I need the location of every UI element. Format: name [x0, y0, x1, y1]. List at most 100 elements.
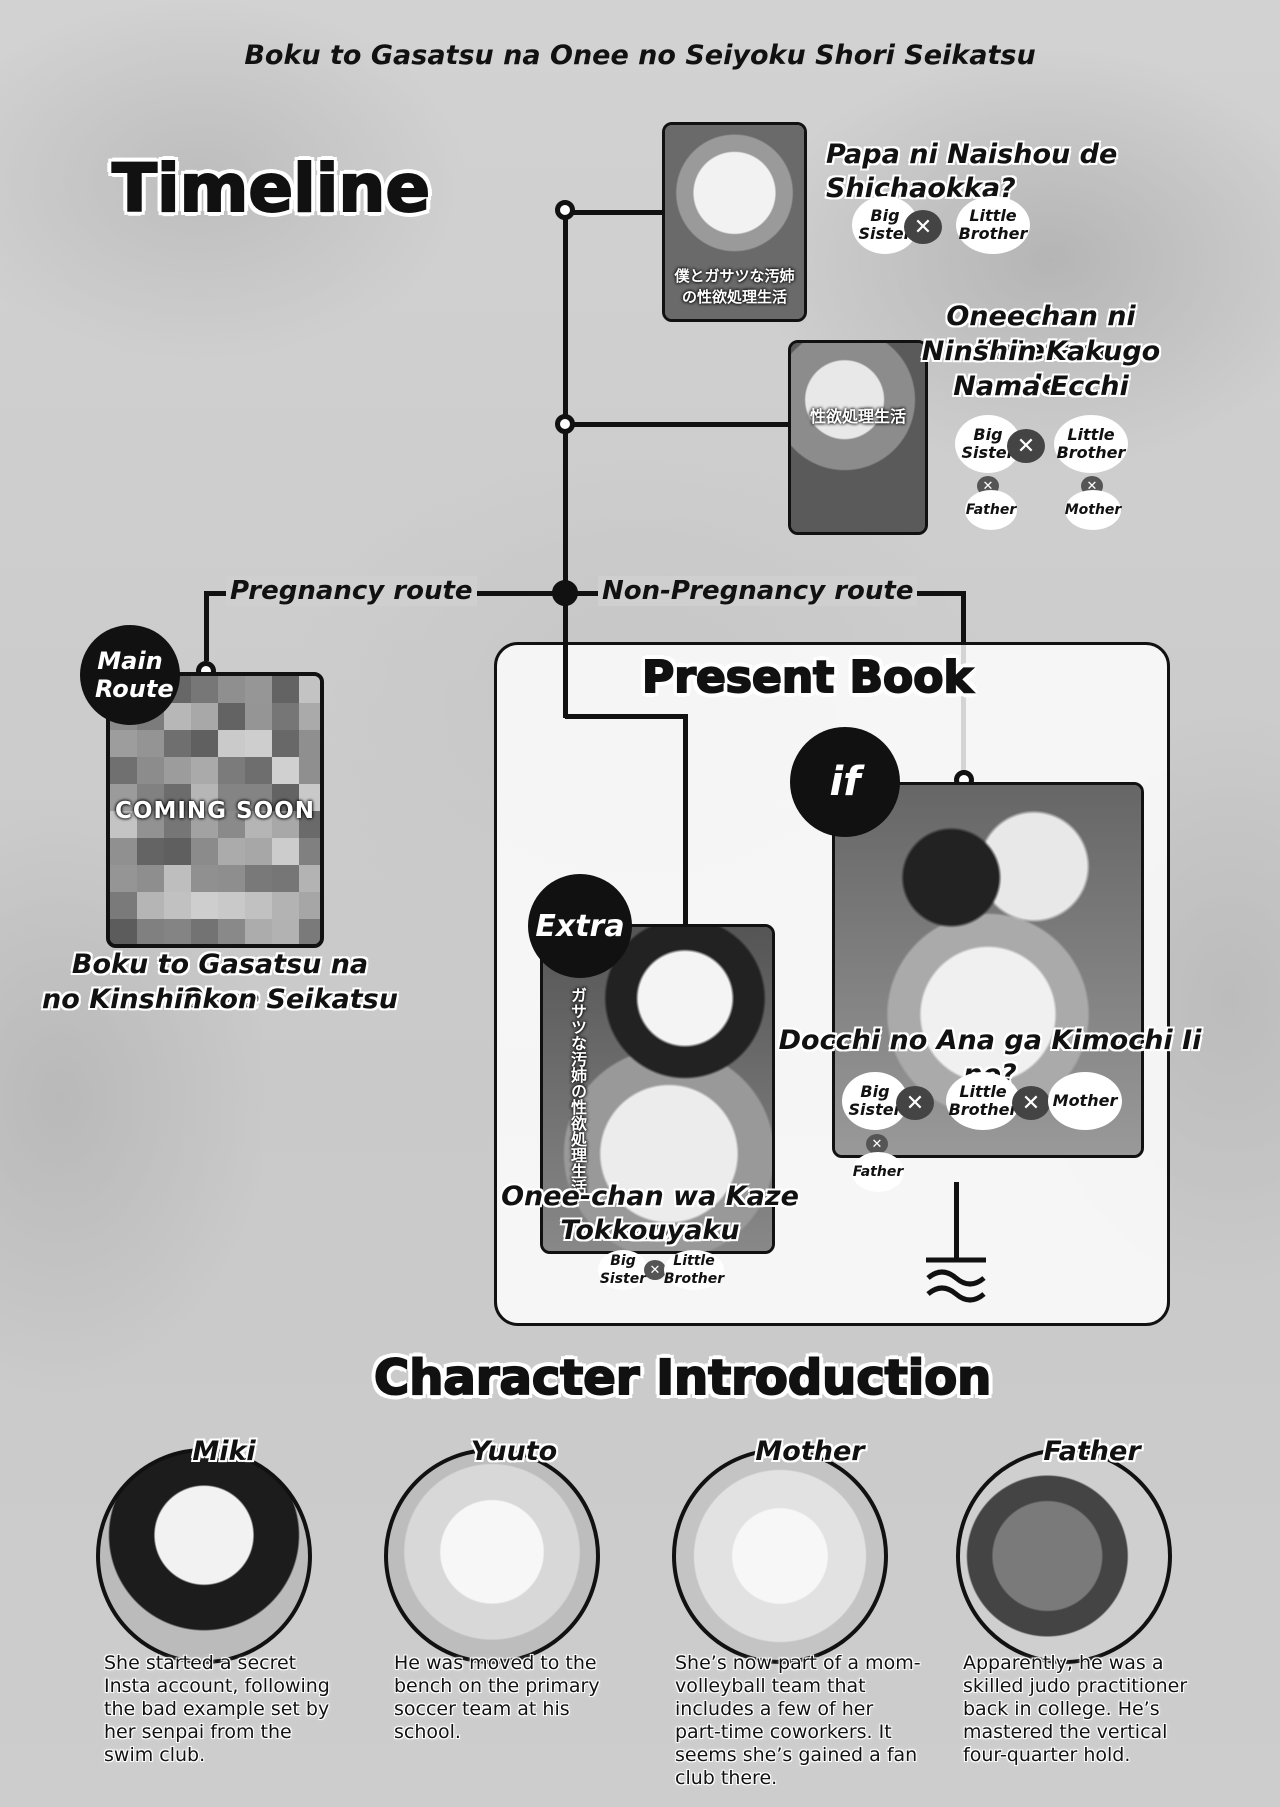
mosaic-tile [218, 703, 245, 730]
character-name-mother: Mother [755, 1436, 865, 1467]
mosaic-tile [218, 784, 245, 811]
mosaic-tile [137, 811, 164, 838]
non-pregnancy-route-label: Non-Pregnancy route [598, 576, 918, 606]
mosaic-tile [272, 784, 299, 811]
mosaic-tile [137, 865, 164, 892]
book-cover-extra: ガサツな汚姉の性欲処理生活 [540, 924, 775, 1254]
character-name-miki: Miki [192, 1436, 256, 1467]
mosaic-tile [137, 784, 164, 811]
book-cover-oneechan-ni-katetara: 性欲処理生活 [788, 340, 928, 535]
mosaic-tile [245, 865, 272, 892]
connector-top [565, 210, 665, 215]
mosaic-tile [299, 676, 320, 703]
mosaic-tile [272, 838, 299, 865]
mosaic-tile [245, 811, 272, 838]
mosaic-tile [137, 757, 164, 784]
mosaic-tile [299, 730, 320, 757]
mosaic-tile [245, 676, 272, 703]
mosaic-tile [137, 730, 164, 757]
pregnancy-drop-line [204, 591, 209, 661]
series-title: Boku to Gasatsu na Onee no Seiyoku Shori… [244, 40, 1036, 71]
badge-main-route-text: Main Route [95, 647, 174, 703]
heart-father: Father [965, 490, 1017, 530]
mosaic-tile [110, 838, 137, 865]
heart-mother: Mother [1065, 490, 1121, 530]
heart-mother: Mother [1048, 1072, 1122, 1130]
mosaic-tile [245, 919, 272, 944]
character-desc-yuuto: He was moved to the bench on the primary… [394, 1652, 600, 1743]
book-title-kinshinkon-line2: no Kinshinkon Seikatsu [42, 984, 398, 1015]
mosaic-tile [299, 892, 320, 919]
mosaic-tile [299, 811, 320, 838]
mosaic-tile [110, 757, 137, 784]
character-intro-title: Character Introduction [373, 1349, 992, 1407]
mosaic-tile [164, 919, 191, 944]
mosaic-tile [299, 703, 320, 730]
mosaic-tile [272, 730, 299, 757]
mosaic-tile [164, 811, 191, 838]
heart-little-brother: Little Brother [946, 1072, 1020, 1130]
mosaic-tile [272, 919, 299, 944]
mosaic-tile [164, 892, 191, 919]
heart-little-brother: Little Brother [1054, 415, 1128, 473]
heart-big-sister: Big Sister [598, 1250, 648, 1290]
extra-vertical-line [683, 714, 688, 928]
heart-little-brother: Little Brother [664, 1250, 724, 1290]
character-portrait-mother [672, 1448, 888, 1664]
present-book-label: Present Book [641, 651, 974, 704]
mosaic-tile [191, 838, 218, 865]
mosaic-tile [272, 703, 299, 730]
mosaic-tile [245, 730, 272, 757]
mosaic-tile [299, 865, 320, 892]
extra-drop-line [563, 594, 568, 718]
badge-if: if [790, 727, 900, 837]
pregnancy-route-label: Pregnancy route [226, 576, 477, 606]
mosaic-tile [299, 838, 320, 865]
timeline-spine [563, 212, 568, 590]
mosaic-tile [110, 865, 137, 892]
mosaic-tile [191, 730, 218, 757]
character-name-father: Father [1043, 1436, 1141, 1467]
x-icon-small: ✕ [866, 1134, 888, 1154]
mosaic-tile [218, 892, 245, 919]
mosaic-tile [110, 892, 137, 919]
character-desc-mother: She’s now part of a mom-volleyball team … [675, 1652, 921, 1789]
mosaic-tile [299, 784, 320, 811]
mosaic-tile [137, 838, 164, 865]
extra-horizontal-line [565, 714, 685, 719]
mosaic-tile [218, 865, 245, 892]
character-portrait-yuuto [384, 1448, 600, 1664]
x-icon: ✕ [896, 1086, 934, 1120]
badge-main-route: Main Route [80, 625, 180, 725]
mosaic-tile [191, 919, 218, 944]
mosaic-tile [218, 730, 245, 757]
mosaic-tile [272, 865, 299, 892]
timeline-node-2 [555, 414, 575, 434]
connector-second [565, 422, 790, 427]
heart-big-sister: Big Sister [955, 415, 1021, 473]
book-title-oneechan-line3: Nama Ecchi [953, 371, 1129, 402]
mosaic-tile [110, 811, 137, 838]
mosaic-tile [137, 919, 164, 944]
mosaic-placeholder [110, 676, 320, 944]
mosaic-tile [164, 730, 191, 757]
mosaic-tile [299, 757, 320, 784]
mosaic-tile [272, 811, 299, 838]
mosaic-tile [164, 784, 191, 811]
mosaic-tile [191, 784, 218, 811]
character-portrait-miki [96, 1448, 312, 1664]
heart-little-brother: Little Brother [956, 196, 1030, 254]
mosaic-tile [191, 811, 218, 838]
mosaic-tile [245, 838, 272, 865]
mosaic-tile [164, 703, 191, 730]
book-cover-papa-ni-naishou: 僕とガサツな汚姉の性欲処理生活 [662, 122, 807, 322]
mosaic-tile [299, 919, 320, 944]
mosaic-tile [218, 757, 245, 784]
continuation-line [954, 1182, 959, 1262]
mosaic-tile [164, 757, 191, 784]
mosaic-tile [245, 703, 272, 730]
book-title-extra-line2: Tokkouyaku [560, 1215, 740, 1246]
mosaic-tile [245, 892, 272, 919]
mosaic-tile [272, 676, 299, 703]
